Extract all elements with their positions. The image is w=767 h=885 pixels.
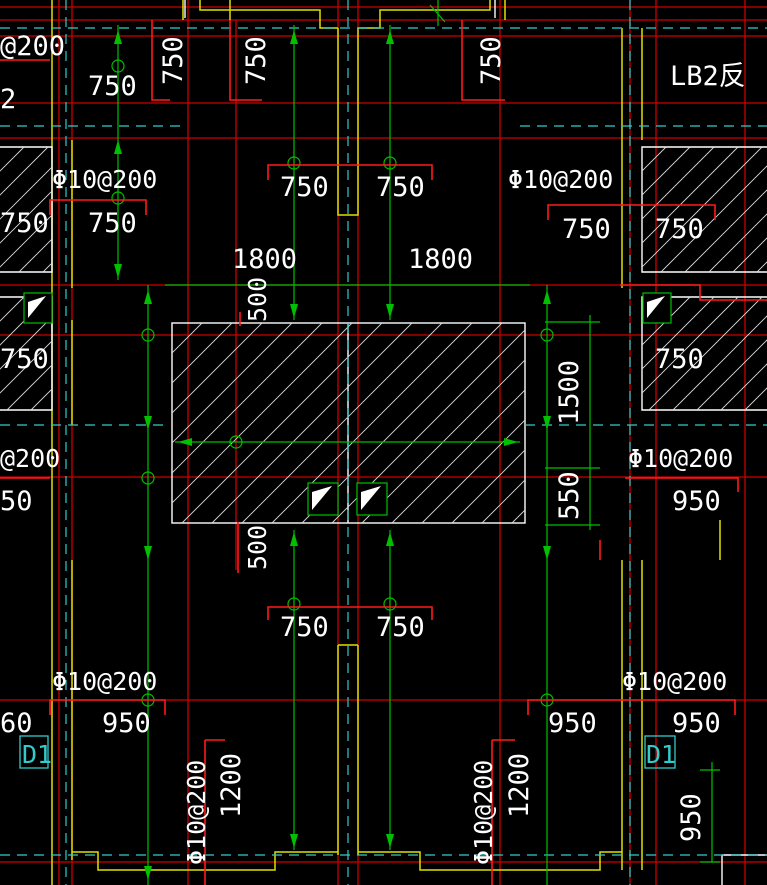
- hatch-line: [6, 364, 52, 410]
- hatch-line: [642, 297, 643, 298]
- hatch-line: [720, 363, 767, 410]
- tag-boxes: [19, 735, 676, 769]
- dim-750: 750: [376, 172, 425, 203]
- dim-950: 950: [102, 708, 151, 739]
- hatch-line: [181, 323, 383, 523]
- hatch-line: [696, 339, 767, 410]
- dim-500-vertical: 500: [243, 525, 272, 570]
- bar-spec-alt: Φ10@200: [622, 667, 727, 696]
- hatch-region: [0, 147, 52, 272]
- dim-750: 750: [655, 344, 704, 375]
- dim-750: 750: [88, 71, 137, 102]
- corner-markers: [23, 292, 672, 516]
- dim-750-vertical: 750: [241, 36, 272, 85]
- hatch-line: [0, 190, 52, 244]
- hatch-line: [361, 359, 525, 523]
- tag-label: D1: [646, 740, 676, 769]
- red-bar-markers: [0, 20, 767, 885]
- bar-spec: Φ10@200: [52, 667, 157, 696]
- hatch-line: [732, 237, 767, 272]
- hatch-line: [30, 388, 52, 410]
- hatch-line: [672, 315, 767, 410]
- hatch-line: [708, 213, 767, 272]
- edge-label-60: 60: [0, 708, 33, 739]
- dim-750: 750: [0, 208, 49, 239]
- hatch-line: [0, 340, 52, 394]
- dim-1500-vertical: 1500: [554, 360, 585, 425]
- dim-950: 950: [548, 708, 597, 739]
- dim-950: 950: [672, 486, 721, 517]
- hatch-line: [0, 147, 25, 172]
- hatch-line: [660, 165, 767, 272]
- dim-550-vertical: 550: [554, 471, 585, 520]
- edge-label-at200: @200: [0, 31, 65, 62]
- hatch-line: [642, 297, 715, 370]
- hatch-line: [0, 214, 52, 268]
- dim-500-vertical: 500: [243, 277, 272, 322]
- dim-950-vertical: 950: [676, 793, 707, 842]
- edge-label-2: 2: [0, 84, 16, 115]
- hatch-line: [103, 297, 216, 410]
- dim-750: 750: [88, 208, 137, 239]
- hatch-line: [648, 297, 763, 410]
- hatch-line: [0, 297, 25, 322]
- hatch-line: [451, 449, 525, 523]
- dim-750-vertical: 750: [476, 36, 507, 85]
- hatch-line: [642, 147, 667, 172]
- tag-label: D1: [22, 740, 52, 769]
- hatch-line: [642, 147, 715, 220]
- dim-750: 750: [655, 214, 704, 245]
- bar-spec-vertical: Φ10@200: [469, 760, 498, 865]
- hatch-line: [0, 316, 52, 370]
- slab-label: LB2反: [670, 61, 746, 92]
- hatch-line: [756, 261, 767, 272]
- hatch-line: [241, 323, 443, 523]
- dim-1200-vertical: 1200: [216, 753, 247, 818]
- dim-750: 750: [280, 612, 329, 643]
- hatch-line: [642, 147, 739, 244]
- bar-spec: Φ10@200: [508, 165, 613, 194]
- edge-label-at200: @200: [0, 444, 60, 473]
- dim-750-vertical: 750: [158, 36, 189, 85]
- dim-750: 750: [280, 172, 329, 203]
- hatch-line: [271, 323, 473, 523]
- hatch-line: [172, 323, 353, 504]
- hatch-line: [127, 297, 240, 410]
- hatch-line: [172, 323, 233, 384]
- hatch-line: [79, 297, 192, 410]
- green-rebar-lines: [111, 0, 720, 885]
- hatch-line: [172, 323, 293, 444]
- dim-750: 750: [562, 214, 611, 245]
- hatch-line: [172, 323, 323, 474]
- hatch-line: [211, 323, 413, 523]
- hatch-region: [642, 147, 767, 272]
- hatch-line: [172, 323, 263, 414]
- labels: @200 750 2 750 750 Φ10@200 750 750 Φ10@2…: [0, 31, 746, 865]
- edge-label-50: 50: [0, 486, 33, 517]
- hatch-line: [0, 147, 49, 196]
- bar-spec: Φ10@200: [628, 444, 733, 473]
- hatch-line: [684, 189, 767, 272]
- dim-1200-vertical: 1200: [504, 753, 535, 818]
- dim-750: 750: [376, 612, 425, 643]
- hatch-line: [421, 419, 525, 523]
- rebar-arrowheads: [114, 30, 551, 880]
- bar-spec: Φ10@200: [52, 165, 157, 194]
- dim-1800: 1800: [232, 244, 297, 275]
- dim-750: 750: [0, 344, 49, 375]
- hatch-line: [642, 147, 691, 196]
- hatch-line: [642, 147, 763, 268]
- dim-1800: 1800: [408, 244, 473, 275]
- bar-spec-vertical: Φ10@200: [182, 760, 211, 865]
- dim-950: 950: [672, 708, 721, 739]
- hatch-line: [481, 479, 525, 523]
- hatch-line: [18, 238, 52, 272]
- hatch-line: [744, 387, 767, 410]
- hatch-line: [391, 389, 525, 523]
- hatch-line: [642, 297, 739, 394]
- hatch-line: [0, 166, 52, 220]
